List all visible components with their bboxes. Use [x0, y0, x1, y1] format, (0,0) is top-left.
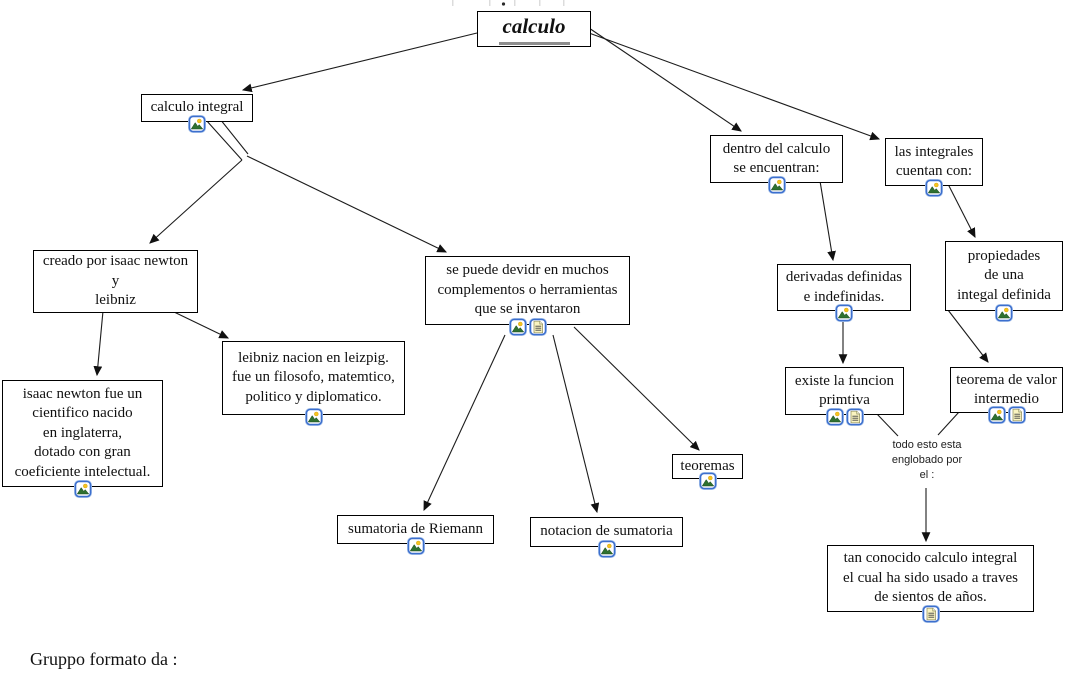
concept-label: teoremas [680, 457, 735, 474]
image-icon[interactable] [188, 115, 206, 133]
concept-creado-por-newton-leibniz[interactable]: creado por isaac newton y leibniz [33, 250, 198, 313]
concept-isaac-newton-bio[interactable]: isaac newton fue un cientifico nacido en… [2, 380, 163, 498]
attachment-row [925, 179, 943, 197]
image-icon[interactable] [925, 179, 943, 197]
attachment-row [508, 318, 547, 336]
image-icon[interactable] [73, 480, 92, 498]
concept-leibniz-bio[interactable]: leibniz nacion en leizpig. fue un filoso… [222, 341, 405, 426]
attachment-row [995, 304, 1013, 322]
concept-dentro-del-calculo[interactable]: dentro del calculo se encuentran: [710, 135, 843, 194]
attachment-row [73, 480, 92, 498]
concept-derivadas-definidas[interactable]: derivadas definidas e indefinidas. [777, 264, 911, 322]
image-icon[interactable] [406, 537, 425, 555]
attachment-row [921, 605, 940, 623]
concept-tan-conocido-calculo-integral[interactable]: tan conocido calculo integral el cual ha… [827, 545, 1034, 623]
concept-label: notacion de sumatoria [540, 523, 673, 540]
concept-label: derivadas definidas e indefinidas. [785, 269, 903, 305]
concept-label: propiedades de una integal definida [957, 247, 1051, 303]
concept-teorema-valor-intermedio[interactable]: teorema de valor intermedio [950, 367, 1063, 424]
concept-sumatoria-riemann[interactable]: sumatoria de Riemann [337, 515, 494, 555]
document-icon[interactable] [845, 408, 864, 426]
attachment-row [825, 408, 864, 426]
image-icon[interactable] [304, 408, 323, 426]
concept-teoremas[interactable]: teoremas [672, 454, 743, 490]
concept-label: calculo integral [150, 99, 244, 116]
concept-funcion-primitiva[interactable]: existe la funcion primtiva [785, 367, 904, 426]
concept-label: se puede devidr en muchos complementos o… [437, 262, 618, 318]
concept-label: isaac newton fue un cientifico nacido en… [14, 385, 151, 480]
image-icon[interactable] [508, 318, 527, 336]
concept-label: dentro del calculo se encuentran: [722, 140, 831, 177]
attachment-row [304, 408, 323, 426]
concept-root-calculo[interactable]: calculo [477, 11, 591, 47]
attachment-row [767, 176, 786, 194]
concept-label: teorema de valor intermedio [956, 371, 1057, 408]
footer-caption: Gruppo formato da : [30, 649, 178, 669]
image-icon[interactable] [698, 472, 717, 490]
crop-marks [452, 0, 565, 6]
document-icon[interactable] [528, 318, 547, 336]
attachment-row [188, 115, 206, 133]
image-icon[interactable] [767, 176, 786, 194]
concept-label: existe la funcion primtiva [794, 372, 895, 409]
linking-phrase-todo-esto[interactable]: todo esto esta englobado por el : [891, 439, 963, 481]
concept-notacion-sumatoria[interactable]: notacion de sumatoria [530, 517, 683, 558]
concept-label: leibniz nacion en leizpig. fue un filoso… [232, 349, 395, 405]
concept-las-integrales[interactable]: las integrales cuentan con: [885, 138, 983, 197]
concept-label: tan conocido calculo integral el cual ha… [843, 550, 1018, 606]
document-icon[interactable] [1007, 406, 1026, 424]
concept-calculo-integral[interactable]: calculo integral [141, 94, 253, 133]
attachment-row [406, 537, 425, 555]
concept-label: sumatoria de Riemann [348, 520, 483, 537]
image-icon[interactable] [597, 540, 616, 558]
concept-label: calculo [498, 13, 570, 45]
document-icon[interactable] [921, 605, 940, 623]
concept-propiedades-integral[interactable]: propiedades de una integal definida [945, 241, 1063, 322]
attachment-row [597, 540, 616, 558]
attachment-row [698, 472, 717, 490]
image-icon[interactable] [995, 304, 1013, 322]
image-icon[interactable] [987, 406, 1006, 424]
attachment-row [835, 304, 853, 322]
concept-label: creado por isaac newton y leibniz [42, 253, 189, 309]
image-icon[interactable] [825, 408, 844, 426]
concept-se-puede-dividir[interactable]: se puede devidr en muchos complementos o… [425, 256, 630, 336]
attachment-row [987, 406, 1026, 424]
concept-label: las integrales cuentan con: [894, 143, 974, 180]
image-icon[interactable] [835, 304, 853, 322]
